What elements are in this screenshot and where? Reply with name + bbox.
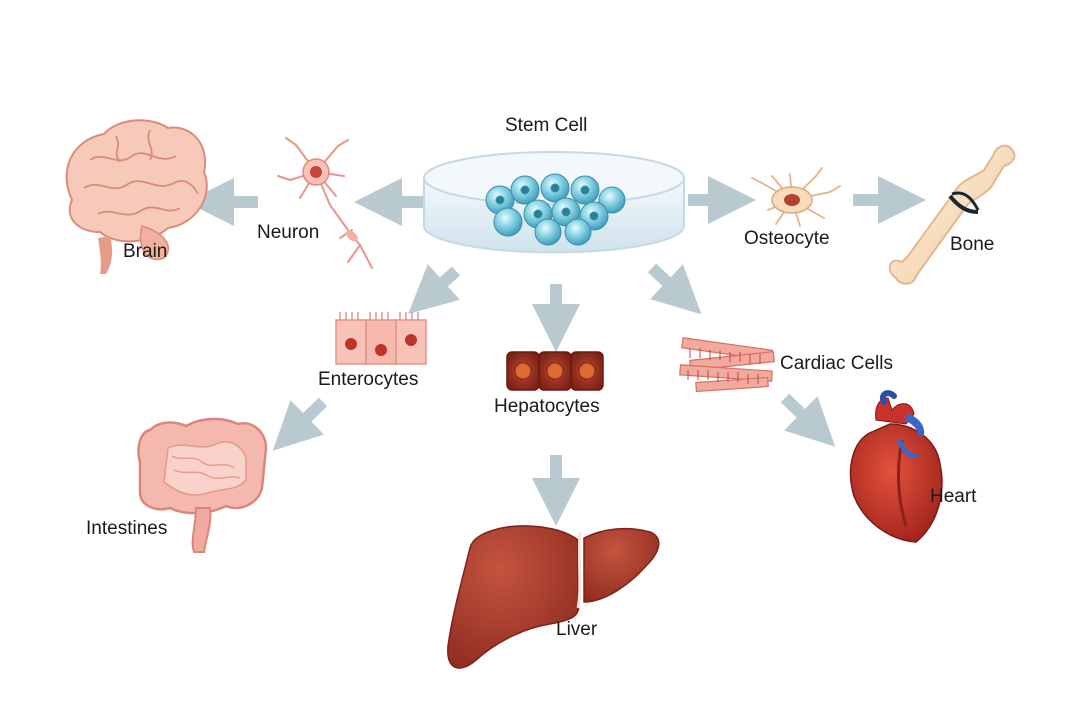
label-stem-cell: Stem Cell	[505, 115, 588, 136]
bone-icon	[888, 144, 1016, 285]
arrows	[186, 176, 926, 526]
arrow-stem-to-enterocytes	[408, 264, 461, 315]
brain-icon	[65, 119, 208, 274]
label-liver: Liver	[556, 619, 598, 640]
label-neuron: Neuron	[257, 222, 320, 243]
label-enterocytes: Enterocytes	[318, 369, 419, 390]
label-brain: Brain	[123, 241, 168, 262]
arrow-stem-to-cardiac	[647, 263, 702, 315]
label-osteocyte: Osteocyte	[744, 228, 830, 249]
label-bone: Bone	[950, 234, 995, 255]
enterocytes-icon	[335, 312, 427, 365]
osteocyte-icon	[751, 167, 841, 227]
liver-icon	[447, 525, 660, 669]
neuron-icon	[277, 137, 373, 269]
arrow-cardiac-to-heart	[780, 393, 836, 447]
label-hepatocytes: Hepatocytes	[494, 396, 600, 417]
label-heart: Heart	[930, 486, 977, 507]
label-intestines: Intestines	[86, 518, 168, 539]
stem-cells	[485, 173, 626, 246]
cardiac-cells-icon	[679, 337, 775, 393]
heart-icon	[849, 390, 943, 543]
petri-dish-icon	[423, 151, 685, 254]
label-cardiac-cells: Cardiac Cells	[780, 353, 893, 374]
hepatocytes-icon	[506, 351, 604, 391]
arrow-enterocytes-to-intestines	[272, 397, 328, 451]
intestines-icon	[137, 417, 268, 553]
